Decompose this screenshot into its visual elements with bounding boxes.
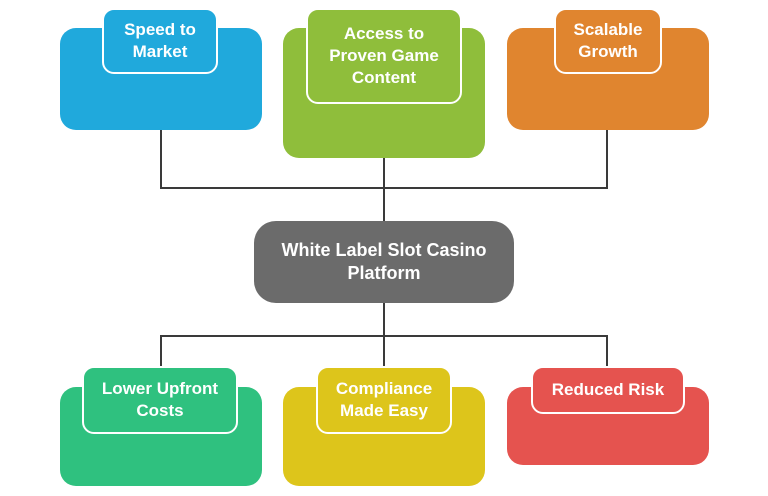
reduced-risk-label: Reduced Risk [531, 366, 685, 414]
proven-game-content-label: Access to Proven Game Content [306, 8, 462, 104]
lower-upfront-costs-label: Lower Upfront Costs [82, 366, 238, 434]
compliance-made-easy-label: Compliance Made Easy [316, 366, 452, 434]
platform-node: White Label Slot Casino Platform [254, 221, 514, 303]
speed-to-market-label: Speed to Market [102, 8, 218, 74]
scalable-growth-label: Scalable Growth [554, 8, 662, 74]
top-connector [160, 130, 608, 221]
